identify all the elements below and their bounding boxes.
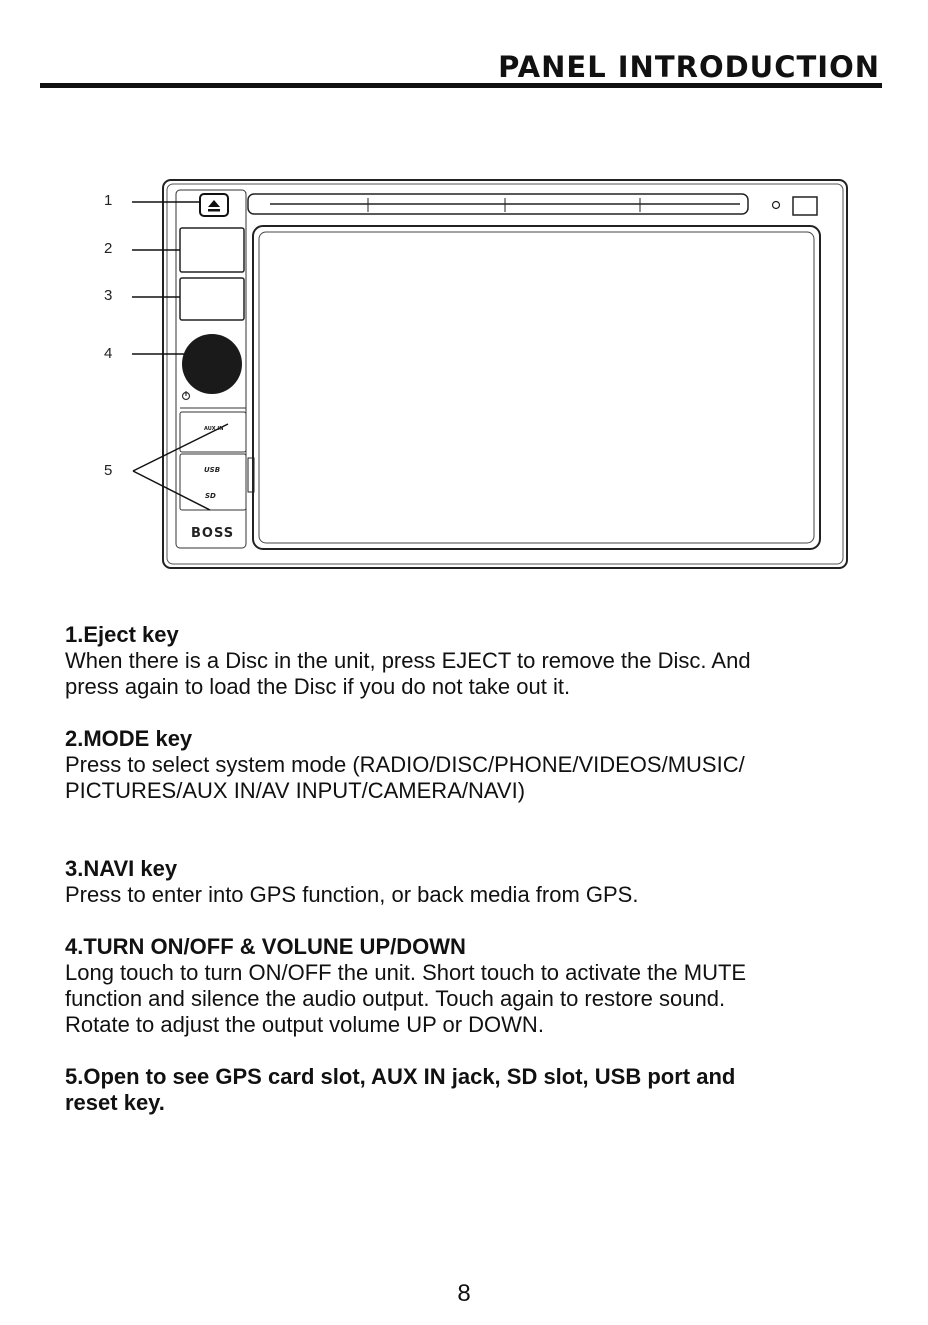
navi-button xyxy=(179,277,245,321)
mode-button xyxy=(179,227,245,273)
section-line: Rotate to adjust the output volume UP or… xyxy=(65,1012,544,1037)
callout-line-5a xyxy=(132,423,229,472)
section-heading-cont: reset key. xyxy=(65,1090,165,1115)
screen-hinge xyxy=(247,457,255,493)
section-volume: 4.TURN ON/OFF & VOLUNE UP/DOWN Long touc… xyxy=(65,934,885,1038)
panel-diagram: 1 2 3 4 5 AUX IN USB SD BOSS xyxy=(0,160,928,590)
section-heading: 1.Eject key xyxy=(65,622,179,647)
section-line: press again to load the Disc if you do n… xyxy=(65,674,571,699)
callout-5: 5 xyxy=(104,462,113,479)
callout-1: 1 xyxy=(104,192,113,209)
unit-outer-frame xyxy=(162,179,848,569)
callout-2: 2 xyxy=(104,240,113,257)
usb-sd-cover xyxy=(179,453,247,511)
section-line: PICTURES/AUX IN/AV INPUT/CAMERA/NAVI) xyxy=(65,778,526,803)
section-open: 5.Open to see GPS card slot, AUX IN jack… xyxy=(65,1064,885,1116)
brand-logo: BOSS xyxy=(191,526,235,541)
section-line: Press to select system mode (RADIO/DISC/… xyxy=(65,752,745,777)
section-eject: 1.Eject key When there is a Disc in the … xyxy=(65,622,885,700)
section-line: When there is a Disc in the unit, press … xyxy=(65,648,751,673)
section-heading: 4.TURN ON/OFF & VOLUNE UP/DOWN xyxy=(65,934,466,959)
section-heading: 5.Open to see GPS card slot, AUX IN jack… xyxy=(65,1064,736,1089)
disc-slot xyxy=(247,193,749,215)
title-rule xyxy=(40,83,882,88)
aux-cover xyxy=(179,411,247,453)
ir-window xyxy=(792,196,818,216)
usb-label: USB xyxy=(204,466,221,474)
head-unit-drawing xyxy=(132,179,848,569)
eject-icon xyxy=(208,200,220,207)
indicator-dot xyxy=(771,200,781,210)
aux-in-label: AUX IN xyxy=(204,426,224,432)
section-line: Press to enter into GPS function, or bac… xyxy=(65,882,639,907)
eject-button xyxy=(199,193,229,217)
screen-inner xyxy=(258,231,815,544)
unit-inner-frame xyxy=(166,183,844,565)
key-column xyxy=(175,189,247,549)
callout-4: 4 xyxy=(104,345,113,362)
body-text: 1.Eject key When there is a Disc in the … xyxy=(65,622,885,1116)
callout-3: 3 xyxy=(104,287,113,304)
callout-line-5b xyxy=(132,470,211,511)
volume-knob xyxy=(182,334,242,394)
screen-outer xyxy=(252,225,821,550)
sd-label: SD xyxy=(205,492,216,500)
section-navi: 3.NAVI key Press to enter into GPS funct… xyxy=(65,856,885,908)
section-line: function and silence the audio output. T… xyxy=(65,986,726,1011)
page-title: PANEL INTRODUCTION xyxy=(498,50,880,84)
section-heading: 2.MODE key xyxy=(65,726,193,751)
section-mode: 2.MODE key Press to select system mode (… xyxy=(65,726,885,804)
page-number: 8 xyxy=(457,1280,471,1307)
section-line: Long touch to turn ON/OFF the unit. Shor… xyxy=(65,960,747,985)
section-heading: 3.NAVI key xyxy=(65,856,178,881)
